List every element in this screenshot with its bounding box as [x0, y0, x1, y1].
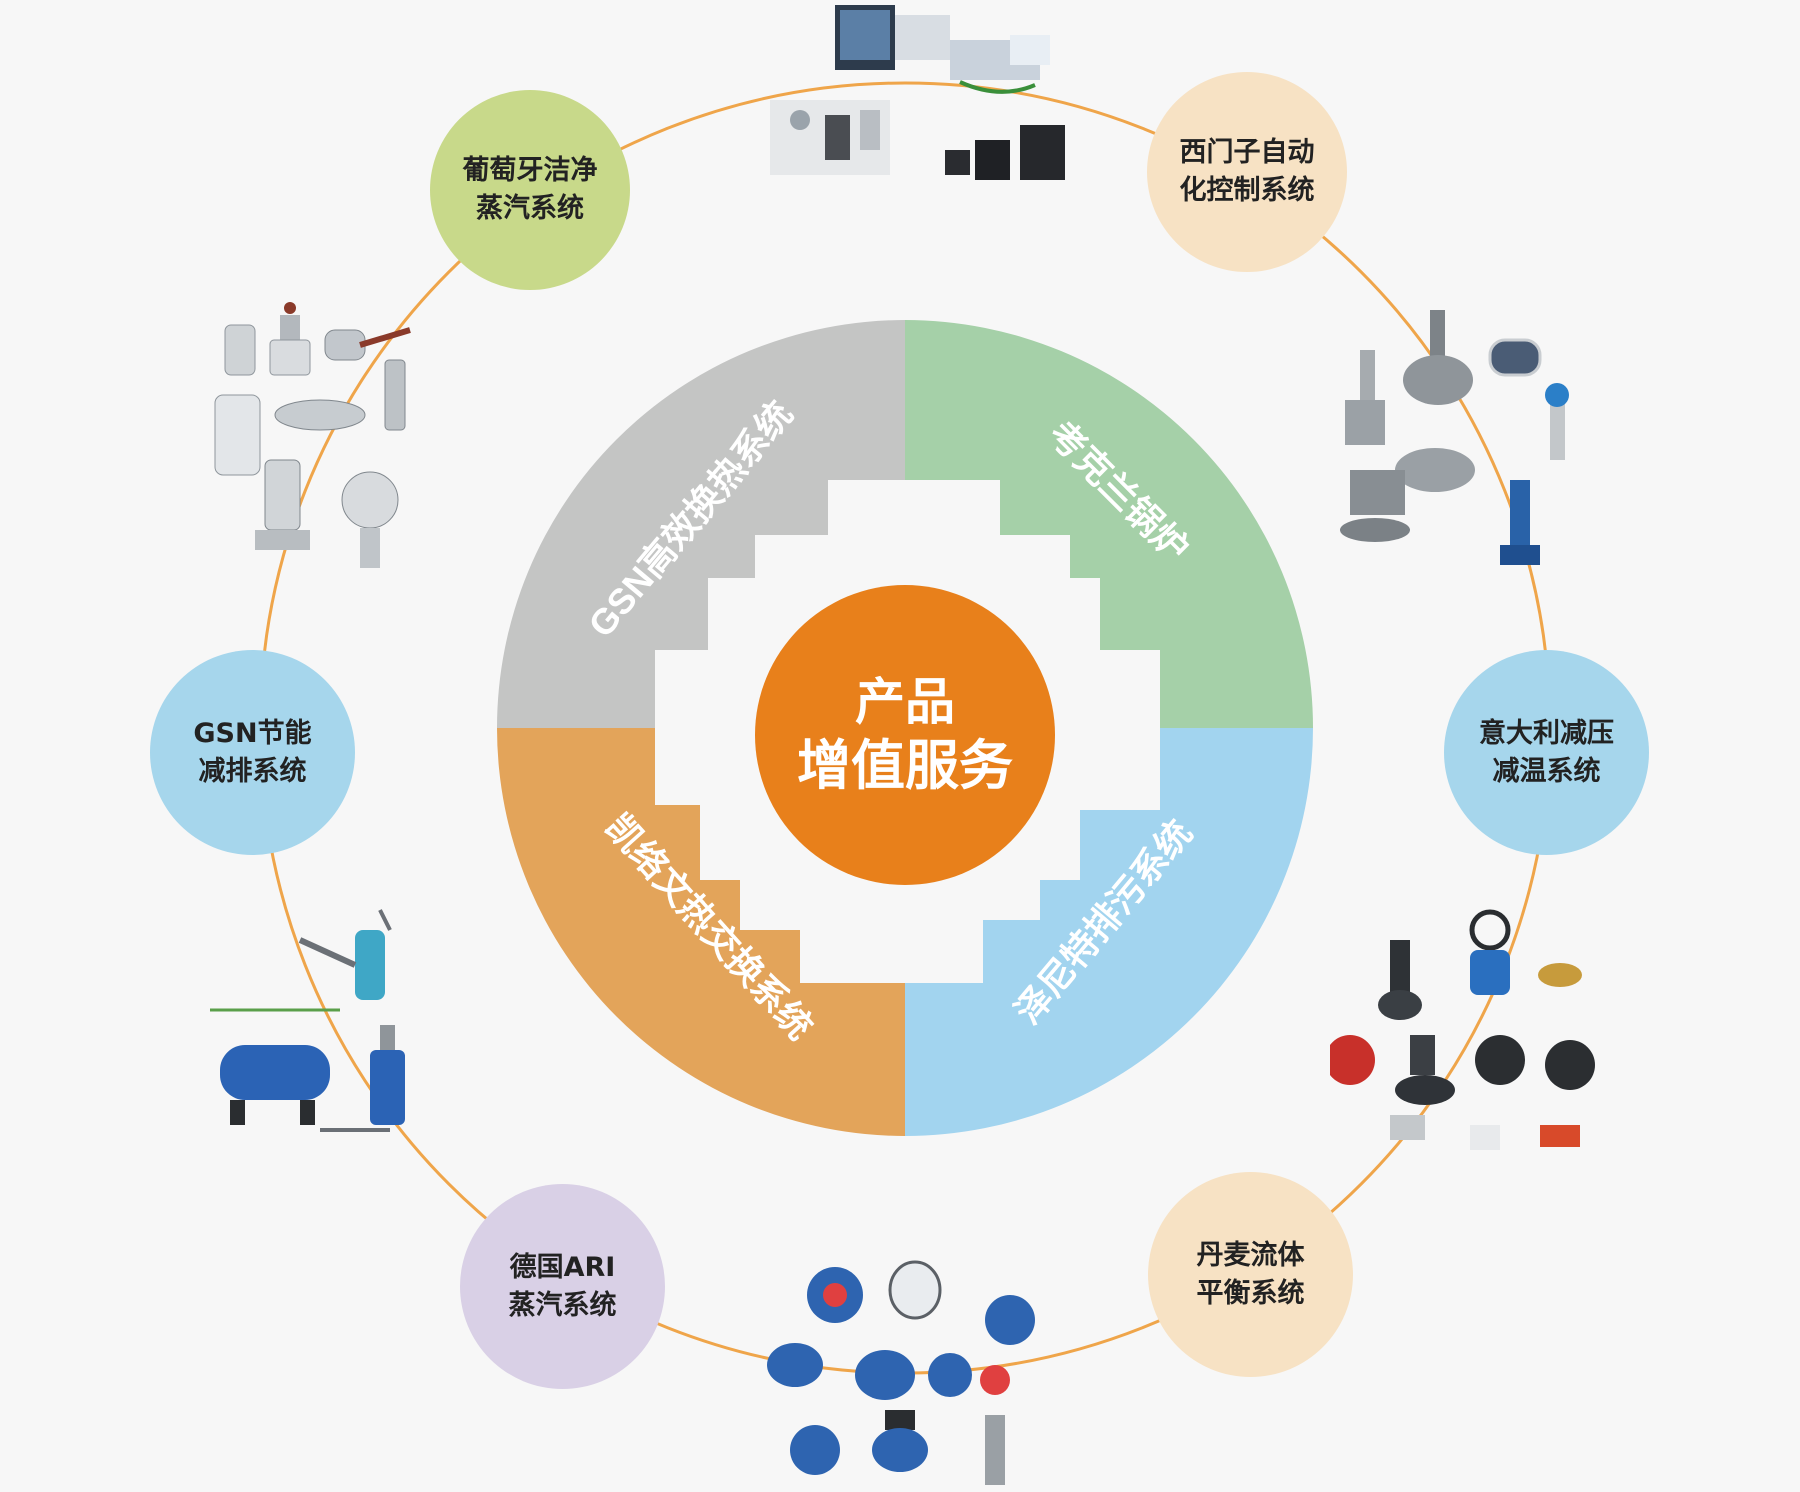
siemens-products-image	[770, 5, 1065, 180]
center-title-line2: 增值服务	[797, 734, 1013, 797]
segment-cochran	[905, 320, 1313, 728]
center-title-line1: 产品	[855, 673, 955, 731]
segment-kelvion	[497, 728, 905, 1136]
node-label-line1: 西门子自动	[1179, 137, 1315, 168]
node-label-line1: 德国ARI	[509, 1251, 616, 1283]
node-gsn-energy-saving[interactable]: GSN节能 减排系统	[150, 650, 355, 855]
node-label-line2: 蒸汽系统	[508, 1289, 617, 1321]
node-label-line1: 葡萄牙洁净	[462, 155, 598, 186]
node-portugal-clean-steam[interactable]: 葡萄牙洁净 蒸汽系统	[430, 90, 630, 290]
center-circle: 产品 增值服务	[755, 585, 1055, 885]
balancing-valves-image	[1330, 909, 1595, 1150]
node-label-line1: 丹麦流体	[1196, 1239, 1305, 1271]
node-label-line1: 意大利减压	[1479, 717, 1614, 749]
segment-gsn	[497, 320, 905, 728]
node-label-line2: 减排系统	[198, 755, 307, 787]
node-label-line2: 减温系统	[1492, 755, 1601, 787]
clean-steam-products-image	[214, 302, 411, 568]
node-denmark-fluid-balance[interactable]: 丹麦流体 平衡系统	[1148, 1172, 1353, 1377]
node-label-line2: 平衡系统	[1196, 1277, 1305, 1309]
energy-saving-equipment-image	[210, 909, 405, 1132]
pressure-reduction-products-image	[1340, 310, 1569, 565]
node-italy-pressure-reduction[interactable]: 意大利减压 减温系统	[1444, 650, 1649, 855]
node-germany-ari-steam[interactable]: 德国ARI 蒸汽系统	[460, 1184, 665, 1389]
node-siemens-automation[interactable]: 西门子自动 化控制系统	[1147, 72, 1347, 272]
node-label-line1: GSN节能	[193, 717, 312, 749]
node-label-line2: 蒸汽系统	[476, 193, 584, 224]
node-label-line2: 化控制系统	[1179, 175, 1315, 206]
segment-zenith	[905, 728, 1313, 1136]
ari-valves-image	[767, 1260, 1035, 1485]
